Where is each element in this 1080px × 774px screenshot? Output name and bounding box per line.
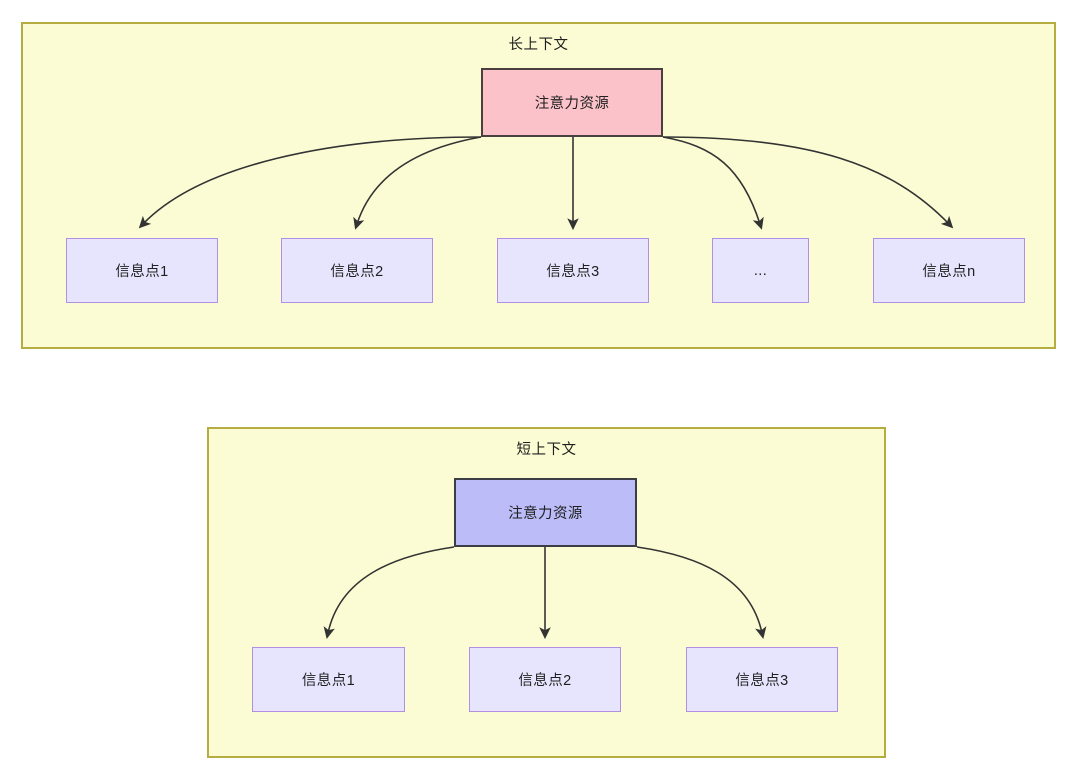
node-info-point-s2[interactable]: 信息点2 [469, 647, 621, 712]
node-attention-resource-long[interactable]: 注意力资源 [481, 68, 663, 137]
node-info-point-l1[interactable]: 信息点1 [66, 238, 218, 303]
group-long-context-title: 长上下文 [508, 37, 569, 53]
node-attention-resource-short[interactable]: 注意力资源 [454, 478, 637, 547]
node-info-point-l3[interactable]: 信息点3 [497, 238, 649, 303]
node-info-point-s3[interactable]: 信息点3 [686, 647, 838, 712]
node-info-point-ln[interactable]: 信息点n [873, 238, 1025, 303]
group-short-context-title: 短上下文 [516, 442, 577, 458]
node-info-point-s1[interactable]: 信息点1 [252, 647, 405, 712]
node-info-point-ellipsis[interactable]: ... [712, 238, 809, 303]
node-info-point-l2[interactable]: 信息点2 [281, 238, 433, 303]
